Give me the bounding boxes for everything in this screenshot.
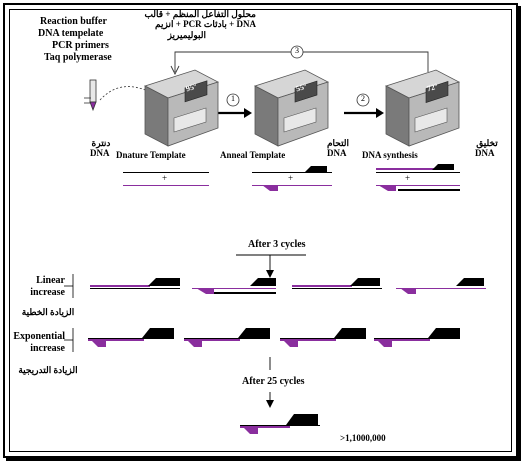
step-circle-2 [356, 93, 370, 107]
ingredient-english-1: Reaction buffer [40, 16, 107, 27]
exponential-label-1: Exponential [13, 331, 65, 342]
anneal-label-ar-dna: DNA [327, 148, 347, 158]
plus-sign: + [162, 173, 168, 183]
ingredient-english-3: PCR primers [52, 40, 109, 51]
step-number-3: 3 [295, 46, 299, 55]
plus-sign: + [405, 173, 411, 183]
ingredient-arabic-2: DNA + بادئات PCR + انزيم [155, 19, 256, 29]
copies-count: >1,1000,000 [340, 433, 386, 443]
test-tube-icon [84, 79, 97, 112]
anneal-label-ar: التحام [326, 138, 350, 148]
ingredient-arabic-3: البوليميريز [167, 30, 206, 40]
denature-label-ar: دنترة [91, 138, 111, 148]
step-number-1: 1 [231, 94, 235, 103]
anneal-label-en: Anneal Template [220, 150, 286, 160]
dashed-transfer-arrow [99, 86, 151, 101]
synthesis-label-en: DNA synthesis [362, 150, 418, 160]
plus-sign: + [288, 173, 294, 183]
thermocycler-icon-1 [143, 69, 220, 147]
linear-label-ar: الزيادة الخطية [21, 307, 75, 317]
figure-inner-border [9, 9, 512, 452]
step-circle-3 [290, 45, 304, 59]
thermocycler-icon-3 [384, 69, 461, 147]
linear-label-2: increase [30, 287, 65, 298]
after-25-cycles-label: After 25 cycles [242, 376, 305, 387]
denature-label-ar-dna: DNA [90, 148, 110, 158]
linear-label-1: Linear [36, 275, 65, 286]
exponential-label-2: increase [30, 343, 65, 354]
step-number-2: 2 [361, 94, 365, 103]
ingredient-english-4: Taq polymerase [44, 52, 112, 63]
ingredient-arabic-1: محلول التفاعل المنظم + قالب [144, 9, 256, 19]
after-3-cycles-label: After 3 cycles [248, 239, 306, 250]
step-circle-1 [226, 93, 240, 107]
thermocycler-icon-2 [253, 69, 330, 147]
synthesis-label-ar: تخليق [476, 138, 498, 148]
ingredient-english-2: DNA tempelate [38, 28, 104, 39]
exponential-label-ar: الزيادة التدريجية [18, 365, 78, 375]
denature-label-en: Dnature Template [116, 150, 186, 160]
synthesis-label-ar-dna: DNA [475, 148, 495, 158]
